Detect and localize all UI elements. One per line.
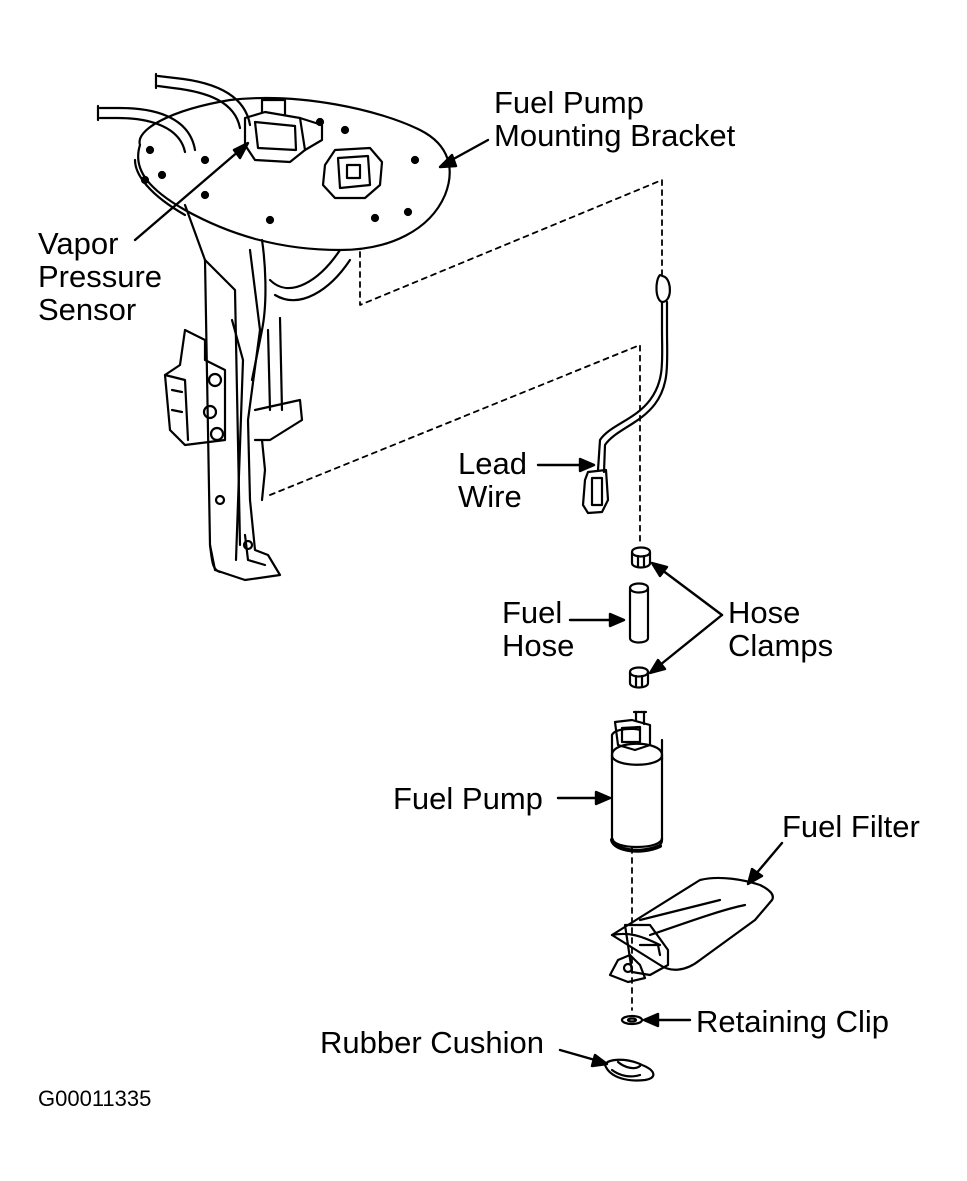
label-line: Fuel Pump <box>494 85 644 120</box>
mounting-bracket-plate <box>96 72 451 252</box>
label-line: Wire <box>458 479 522 514</box>
hose-clamps-part <box>628 546 652 689</box>
label-line: Fuel <box>502 595 563 630</box>
label-line: Hose <box>502 628 575 663</box>
lead-wire-part <box>581 273 671 515</box>
fuel-pump-assembly <box>163 203 352 582</box>
alignment-lines <box>269 179 663 1011</box>
label-line: Mounting Bracket <box>494 118 736 153</box>
fuel-hose-part <box>628 582 650 644</box>
fuel-filter-part <box>608 876 774 984</box>
label-line: Sensor <box>38 292 137 327</box>
rubber-cushion-part <box>603 1058 655 1082</box>
label-line: Fuel Pump <box>393 781 543 816</box>
label-fuel-filter: Fuel Filter <box>782 810 920 843</box>
label-line: Hose <box>728 595 801 630</box>
fuel-pump-part <box>610 710 664 853</box>
label-line: Clamps <box>728 628 834 663</box>
label-line: Rubber Cushion <box>320 1025 545 1060</box>
retaining-clip-part <box>620 1014 644 1026</box>
label-line: Vapor <box>38 226 119 261</box>
label-line: Pressure <box>38 259 163 294</box>
label-fuel-hose: Fuel Hose <box>502 596 574 662</box>
label-retaining-clip: Retaining Clip <box>696 1005 889 1038</box>
label-line: Fuel Filter <box>782 809 920 844</box>
figure-code: G00011335 <box>38 1086 152 1111</box>
label-fuel-pump: Fuel Pump <box>393 782 543 815</box>
label-fuel-pump-mounting-bracket: Fuel Pump Mounting Bracket <box>494 86 735 152</box>
label-vapor-pressure-sensor: Vapor Pressure Sensor <box>38 227 162 326</box>
label-line: Retaining Clip <box>696 1004 889 1039</box>
label-line: Lead <box>458 446 527 481</box>
label-lead-wire: Lead Wire <box>458 447 527 513</box>
label-hose-clamps: Hose Clamps <box>728 596 833 662</box>
leader-arrows <box>133 138 784 1068</box>
label-rubber-cushion: Rubber Cushion <box>320 1026 544 1059</box>
